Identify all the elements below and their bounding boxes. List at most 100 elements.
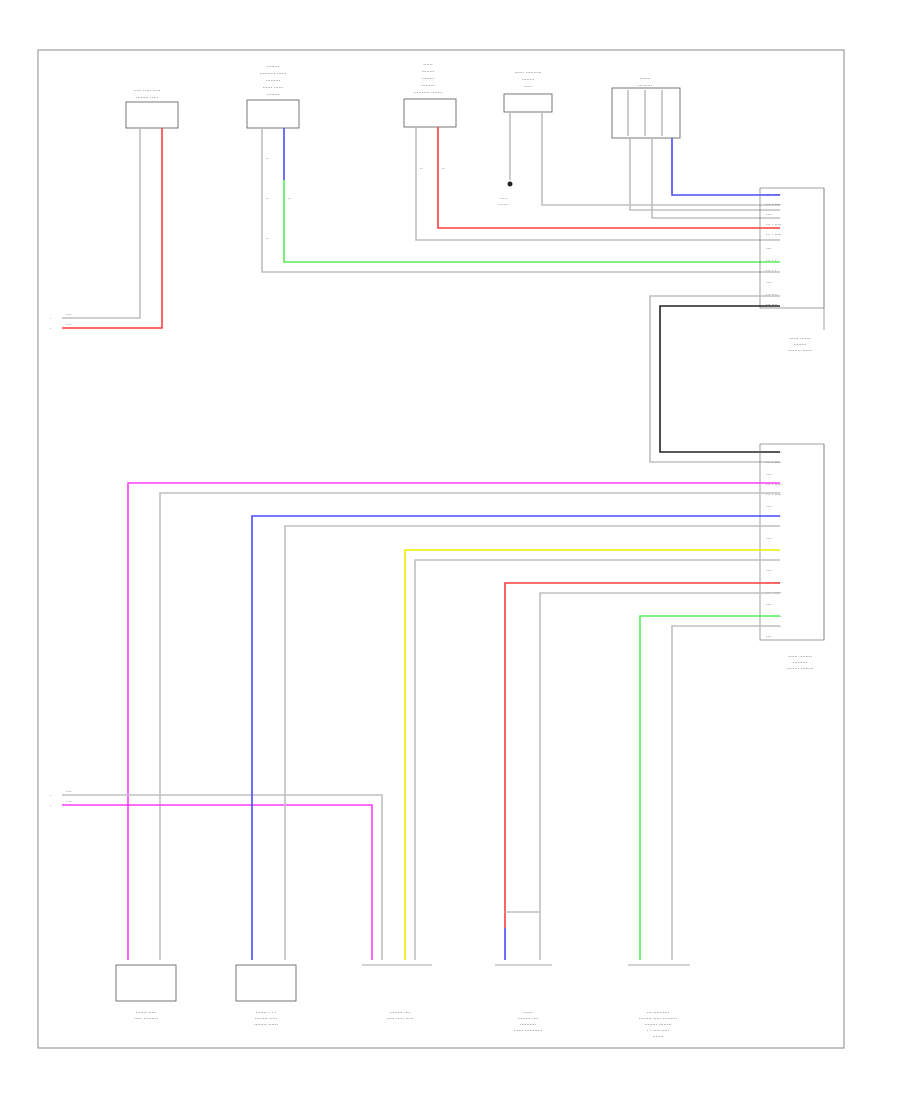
- svg-text:········ ····: ········ ····: [390, 1010, 411, 1016]
- svg-text:······ ·······: ······ ·······: [789, 336, 812, 342]
- junction-upper: ··· · ····· ··· · ····· ···· ··· · ·····…: [759, 187, 825, 354]
- svg-text:····: ····: [766, 247, 772, 252]
- svg-text:········: ········: [422, 69, 435, 75]
- wire-set-top-4: ····· ·······: [498, 112, 780, 208]
- svg-text:··: ··: [420, 167, 423, 172]
- svg-text:····: ····: [766, 635, 772, 640]
- svg-text:··· · ·: ··· · ·: [766, 525, 776, 530]
- svg-text:·: ·: [50, 327, 51, 332]
- bottom-component-2: ······· · · · ········ ····· ········ ··…: [235, 964, 297, 1028]
- svg-text:··· · ·····: ··· · ·····: [766, 461, 782, 466]
- svg-text:····: ····: [66, 323, 72, 328]
- top-component-2: ········ ·········· ······ ········· ···…: [246, 64, 300, 129]
- svg-text:········ ········: ········ ········: [644, 1022, 671, 1028]
- diagram-frame: [37, 49, 845, 1049]
- svg-text:·: ·: [50, 317, 51, 322]
- svg-text:····· ····· ·····: ····· ····· ·····: [386, 1016, 413, 1022]
- svg-text:··· ··········: ··· ··········: [647, 1010, 670, 1016]
- wire-set-top-5: [629, 138, 780, 219]
- bottom-component-4: ······ ········ ···· ·········· ······ ·…: [495, 964, 552, 1034]
- svg-text:·······: ·······: [498, 203, 508, 208]
- svg-text:··: ··: [266, 197, 269, 202]
- svg-text:····: ····: [766, 603, 772, 608]
- bottom-component-5: ··· ·········· ········ ····· ········· …: [628, 964, 690, 1040]
- svg-text:········ ·····: ········ ·····: [136, 95, 159, 101]
- svg-text:····: ····: [766, 473, 772, 478]
- svg-text:········: ········: [267, 92, 280, 98]
- wire-set-bottom-4: [504, 582, 780, 960]
- svg-text:· · ···· ·····: · · ···· ·····: [647, 1028, 670, 1034]
- svg-text:········: ········: [522, 77, 535, 83]
- svg-text:········: ········: [794, 342, 807, 348]
- svg-text:······ ···········: ······ ···········: [514, 1028, 543, 1034]
- svg-text:········ ·····: ········ ·····: [255, 1016, 278, 1022]
- svg-text:··· · ·····: ··· · ·····: [766, 515, 782, 520]
- svg-text:····: ····: [766, 213, 772, 218]
- svg-text:··· · ·: ··· · ·: [766, 259, 776, 264]
- svg-text:········ ····· ·········: ········ ····· ·········: [639, 1016, 678, 1022]
- svg-text:·····: ·····: [500, 197, 507, 202]
- svg-text:········: ········: [267, 64, 280, 70]
- svg-text:·······: ·······: [639, 76, 651, 82]
- svg-text:········ ······: ········ ······: [788, 348, 812, 354]
- svg-text:·······: ·······: [652, 1034, 664, 1040]
- svg-text:····: ····: [766, 505, 772, 510]
- svg-text:·········: ·········: [793, 660, 808, 666]
- svg-text:··· · ·: ··· · ·: [766, 269, 776, 274]
- wire-set-top-2: ·· ·· ·· ··: [261, 128, 780, 273]
- top-component-3: ······ ········ ········ ········· ·····…: [403, 62, 457, 128]
- svg-text:······: ······: [423, 62, 433, 68]
- junction-lower: ··· · ····· ··· · ····· ···· ··· · ·····…: [759, 443, 825, 672]
- svg-text:·········· ·······: ·········· ·······: [414, 90, 443, 96]
- wire-set-bottom-1: ···· ···· · ·: [50, 482, 780, 960]
- svg-text:··: ··: [266, 157, 269, 162]
- wire-set-top-1: ···· ···· · ·: [50, 128, 163, 332]
- svg-text:··· · ·····: ··· · ·····: [766, 223, 782, 228]
- bottom-component-1: ······· ····· ····· ·········: [115, 964, 177, 1022]
- svg-text:······ ········: ······ ········: [788, 654, 812, 660]
- svg-text:····· ····· ·····: ····· ····· ·····: [133, 88, 160, 94]
- svg-text:····: ····: [766, 281, 772, 286]
- svg-text:··· · ·····: ··· · ·····: [766, 233, 782, 238]
- wire-set-bottom-5: [639, 615, 780, 960]
- top-component-4: ······ ·········· ········ ·····: [503, 70, 553, 113]
- svg-text:·····: ·····: [524, 84, 532, 90]
- svg-text:····: ····: [66, 790, 72, 795]
- svg-text:······· ·····: ······· ·····: [136, 1010, 157, 1016]
- svg-text:····: ····: [766, 569, 772, 574]
- svg-text:··: ··: [288, 197, 291, 202]
- wire-set-bottom-2: [251, 515, 780, 960]
- top-component-1: ····· ····· ····· ········ ·····: [125, 88, 179, 129]
- svg-text:··· · ·: ··· · ·: [766, 559, 776, 564]
- svg-text:··········: ··········: [520, 1022, 536, 1028]
- svg-text:··· · ·····: ··· · ·····: [766, 493, 782, 498]
- svg-text:······: ······: [523, 1010, 533, 1016]
- svg-text:····· ·········: ····· ·········: [134, 1016, 158, 1022]
- junction-link-wires: [649, 295, 780, 463]
- svg-text:·: ·: [50, 794, 51, 799]
- svg-text:·········: ·········: [421, 83, 436, 89]
- svg-text:··· · ·····: ··· · ·····: [766, 451, 782, 456]
- svg-text:····: ····: [66, 800, 72, 805]
- svg-text:··· · ·····: ··· · ·····: [766, 625, 782, 630]
- svg-text:·: ·: [50, 804, 51, 809]
- svg-text:··· · ·····: ··· · ·····: [766, 483, 782, 488]
- svg-text:··· · ·: ··· · ·: [766, 549, 776, 554]
- svg-text:··: ··: [442, 167, 445, 172]
- svg-text:·········: ·········: [638, 83, 653, 89]
- top-component-5: ······· ·········: [611, 76, 681, 139]
- svg-text:·········: ·········: [266, 78, 281, 84]
- svg-text:······ ······: ······ ······: [263, 85, 284, 91]
- wire-set-top-3: ·· ··: [415, 127, 780, 241]
- svg-text:····: ····: [766, 537, 772, 542]
- svg-text:······· · · ·: ······· · · ·: [256, 1010, 277, 1016]
- svg-text:··: ··: [266, 237, 269, 242]
- svg-text:········ ········: ········ ········: [786, 666, 813, 672]
- svg-text:····: ····: [66, 313, 72, 318]
- bottom-component-3: ········ ···· ····· ····· ·····: [362, 964, 432, 1022]
- svg-text:··· · ·····: ··· · ·····: [766, 193, 782, 198]
- svg-text:··· · ·····: ··· · ·····: [766, 615, 782, 620]
- svg-text:·········· ······: ·········· ······: [259, 71, 286, 77]
- svg-text:······ ··········: ······ ··········: [514, 70, 541, 76]
